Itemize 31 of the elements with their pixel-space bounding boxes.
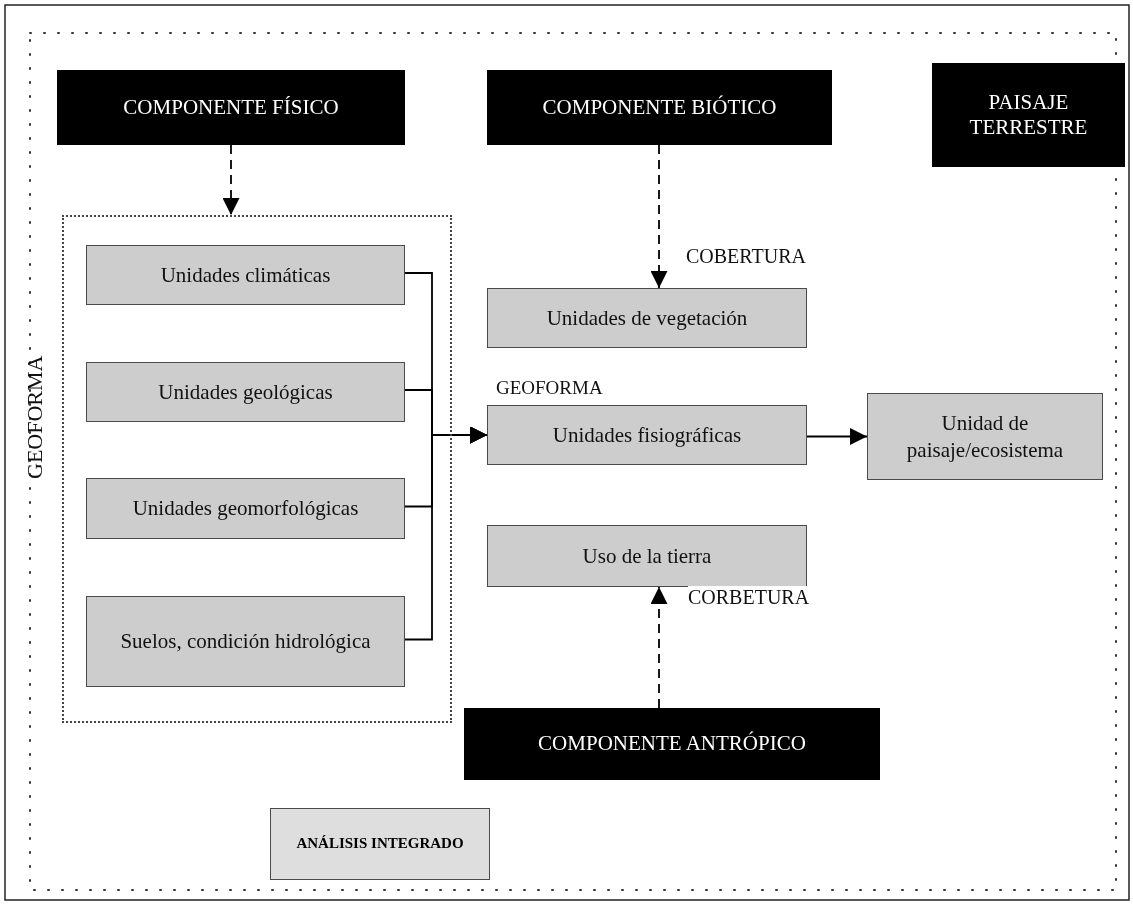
node-label: COMPONENTE BIÓTICO <box>542 94 777 121</box>
arrow <box>806 428 868 445</box>
node-label: Suelos, condición hidrológica <box>120 628 371 655</box>
component-box <box>464 708 880 780</box>
arrow <box>650 586 668 709</box>
unit-box <box>86 596 405 687</box>
node-label: COMPONENTE FÍSICO <box>123 94 339 121</box>
component-box <box>932 63 1125 167</box>
analysis-box <box>270 808 490 880</box>
group-heading: GEOFORMA <box>496 376 603 400</box>
node-label: Uso de la tierra <box>582 542 712 570</box>
unit-box <box>86 362 405 422</box>
arrow <box>222 144 240 216</box>
unit-box <box>86 245 405 305</box>
group-heading: GEOFORMA <box>22 354 48 481</box>
node-label: Unidad de paisaje/ecosistema <box>905 410 1065 463</box>
node-label: PAISAJE TERRESTRE <box>968 89 1089 141</box>
node-label: ANÁLISIS INTEGRADO <box>296 834 464 854</box>
component-box <box>487 70 832 145</box>
node-label: Unidades geológicas <box>158 378 333 406</box>
component-box <box>57 70 405 145</box>
node-label: Unidades fisiográficas <box>552 421 742 449</box>
node-label: Unidades de vegetación <box>546 304 748 332</box>
node-label: Unidades geomorfológicas <box>132 495 359 522</box>
unit-box <box>487 288 807 348</box>
unit-box <box>487 525 807 587</box>
arrow <box>650 144 668 289</box>
node-label: COMPONENTE ANTRÓPICO <box>538 731 806 757</box>
node-label: Unidades climáticas <box>160 261 331 289</box>
unit-box <box>867 393 1103 480</box>
unit-box <box>86 478 405 539</box>
